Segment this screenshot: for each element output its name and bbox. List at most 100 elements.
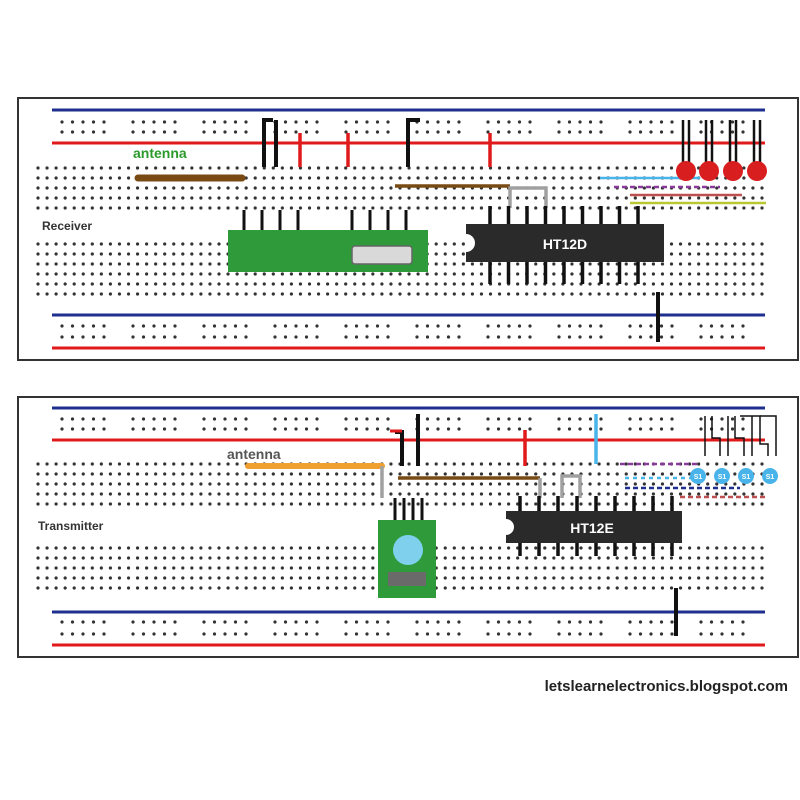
breadboard-hole: [470, 492, 474, 496]
breadboard-hole: [60, 620, 64, 624]
breadboard-hole: [678, 586, 683, 590]
breadboard-hole: [172, 492, 176, 496]
breadboard-hole: [434, 206, 438, 210]
breadboard-hole: [715, 462, 719, 466]
breadboard-hole: [624, 586, 628, 590]
breadboard-hole: [208, 242, 212, 246]
breadboard-hole: [561, 546, 565, 550]
breadboard-hole: [208, 546, 212, 550]
breadboard-hole: [271, 576, 275, 580]
breadboard-hole: [108, 462, 112, 466]
breadboard-hole: [199, 252, 203, 256]
breadboard-hole: [90, 262, 94, 266]
breadboard-hole: [709, 620, 714, 624]
breadboard-hole: [244, 492, 248, 496]
ht12d-notch: [466, 234, 475, 252]
breadboard-hole: [552, 206, 556, 210]
breadboard-hole: [534, 292, 538, 296]
breadboard-hole: [135, 186, 140, 190]
breadboard-hole: [172, 262, 176, 266]
breadboard-hole: [659, 620, 664, 624]
breadboard-hole: [588, 176, 592, 180]
breadboard-hole: [99, 482, 103, 486]
breadboard-hole: [706, 196, 710, 200]
breadboard-hole: [507, 620, 511, 624]
breadboard-hole: [741, 620, 745, 624]
breadboard-hole: [273, 427, 277, 431]
breadboard-hole: [362, 546, 366, 550]
breadboard-hole: [678, 546, 683, 550]
breadboard-hole: [208, 482, 212, 486]
breadboard-hole: [461, 206, 465, 210]
breadboard-hole: [36, 206, 40, 210]
breadboard-hole: [294, 632, 298, 636]
breadboard-hole: [262, 492, 266, 496]
breadboard-hole: [488, 492, 493, 496]
breadboard-hole: [81, 502, 85, 506]
breadboard-hole: [344, 472, 348, 476]
breadboard-hole: [659, 335, 664, 339]
breadboard-hole: [561, 196, 565, 200]
breadboard-hole: [699, 417, 703, 421]
breadboard-hole: [461, 272, 465, 276]
breadboard-hole: [760, 576, 764, 580]
breadboard-hole: [570, 166, 574, 170]
breadboard-hole: [688, 492, 692, 496]
breadboard-hole: [154, 546, 158, 550]
breadboard-hole: [416, 292, 420, 296]
led-3: [723, 161, 743, 181]
breadboard-hole: [90, 282, 94, 286]
breadboard-hole: [135, 492, 140, 496]
breadboard-hole: [486, 417, 490, 421]
breadboard-hole: [507, 556, 511, 560]
breadboard-hole: [190, 282, 194, 286]
breadboard-hole: [202, 130, 206, 134]
breadboard-hole: [36, 252, 40, 256]
breadboard-hole: [651, 492, 656, 496]
breadboard-hole: [172, 586, 176, 590]
breadboard-hole: [371, 546, 375, 550]
breadboard-hole: [262, 472, 266, 476]
breadboard-hole: [497, 576, 502, 580]
breadboard-hole: [362, 206, 366, 210]
breadboard-hole: [706, 282, 710, 286]
breadboard-hole: [262, 576, 266, 580]
breadboard-hole: [181, 566, 185, 570]
blog-url[interactable]: letslearnelectronics.blogspot.com: [544, 678, 788, 695]
breadboard-hole: [271, 492, 275, 496]
switch-2-label: S1: [718, 474, 727, 481]
breadboard-hole: [570, 262, 574, 266]
breadboard-hole: [223, 335, 227, 339]
breadboard-hole: [217, 196, 221, 200]
breadboard-hole: [163, 576, 167, 580]
breadboard-hole: [163, 546, 167, 550]
breadboard-hole: [678, 566, 683, 570]
breadboard-hole: [353, 166, 357, 170]
breadboard-hole: [579, 196, 583, 200]
breadboard-hole: [552, 196, 556, 200]
breadboard-hole: [253, 576, 257, 580]
breadboard-hole: [678, 242, 683, 246]
breadboard-hole: [567, 324, 572, 328]
breadboard-hole: [99, 556, 103, 560]
breadboard-hole: [54, 492, 58, 496]
breadboard-hole: [54, 546, 58, 550]
breadboard-hole: [678, 196, 683, 200]
breadboard-hole: [172, 472, 176, 476]
breadboard-hole: [81, 176, 85, 180]
breadboard-hole: [730, 335, 735, 339]
breadboard-hole: [344, 492, 348, 496]
breadboard-hole: [353, 292, 357, 296]
breadboard-hole: [479, 272, 484, 276]
breadboard-hole: [452, 166, 456, 170]
breadboard-hole: [344, 566, 348, 570]
breadboard-hole: [678, 482, 683, 486]
breadboard-hole: [141, 120, 146, 124]
breadboard-hole: [443, 206, 447, 210]
breadboard-hole: [289, 586, 293, 590]
breadboard-hole: [362, 472, 366, 476]
switch-2: [714, 468, 730, 484]
breadboard-hole: [117, 566, 122, 570]
breadboard-hole: [688, 576, 692, 580]
breadboard-hole: [45, 272, 49, 276]
